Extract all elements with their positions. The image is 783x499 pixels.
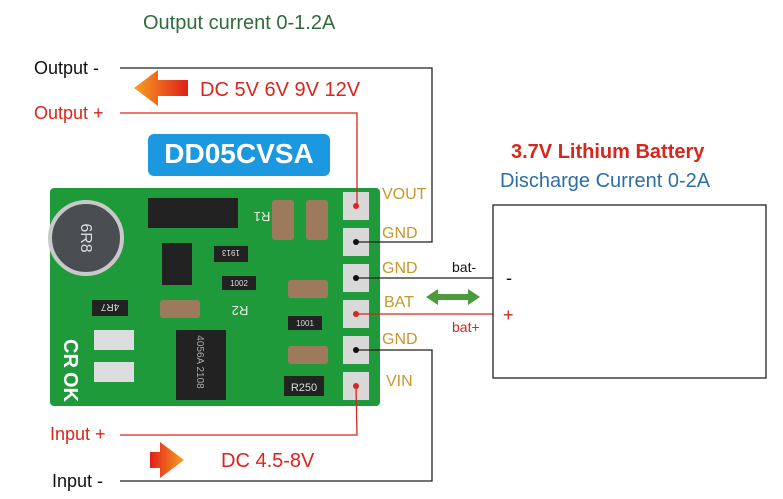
inductor [48,200,124,276]
capacitor [160,300,200,318]
res5-mark: 4R7 [100,301,119,312]
input-plus-label: Input + [50,424,106,444]
r250-mark: R250 [291,382,317,394]
chip-small [162,243,192,285]
res2-mark: 1002 [230,279,248,288]
resistor [214,246,248,262]
led-ok [94,362,134,382]
battery-title: 3.7V Lithium Battery [511,141,705,163]
r2-mark: R2 [232,303,249,318]
bat-double-arrow-icon [426,289,480,305]
resistor [288,316,322,330]
model-badge [148,134,330,176]
resistor-r250 [284,376,324,396]
pin-label-gnd: GND [382,260,418,277]
resistor [222,276,256,290]
capacitor [288,280,328,298]
capacitor [306,200,328,240]
battery-discharge: Discharge Current 0-2A [500,170,711,192]
title: Output current 0-1.2A [143,12,336,34]
output-minus-label: Output - [34,58,100,78]
bat-minus-sign: - [506,268,512,288]
ok-mark: OK [59,372,81,403]
wires [120,67,493,482]
input-arrow-icon [150,442,184,478]
pin-label-gnd: GND [382,225,418,242]
resistor [92,300,128,316]
chip-4056 [176,330,226,400]
battery-box [492,204,767,379]
pin-dots [353,203,359,389]
pin-label-bat: BAT [384,294,414,311]
res1-mark: 1913 [222,248,240,257]
pin-label-vout: VOUT [382,186,427,203]
output-arrow-icon [134,70,188,106]
r1-mark: R1 [254,209,271,224]
bat-plus-sign: + [503,305,514,325]
model-name: DD05CVSA [164,138,314,169]
bat-plus-label: bat+ [452,319,480,335]
input-minus-label: Input - [52,471,104,491]
bat-minus-label: bat- [452,259,477,275]
inductor-mark: 6R8 [77,223,94,252]
pin-label-vin: VIN [386,373,413,390]
output-plus-label: Output + [34,103,104,123]
capacitor [272,200,294,240]
led-cr [94,330,134,350]
input-voltage: DC 4.5-8V [221,450,315,472]
diode [148,198,238,228]
cr-mark: CR [59,339,81,368]
chip-mark: 4056A 2108 [194,335,205,389]
output-voltage: DC 5V 6V 9V 12V [200,79,361,101]
pin-label-gnd: GND [382,331,418,348]
capacitor [288,346,328,364]
res3-mark: 1001 [296,319,314,328]
